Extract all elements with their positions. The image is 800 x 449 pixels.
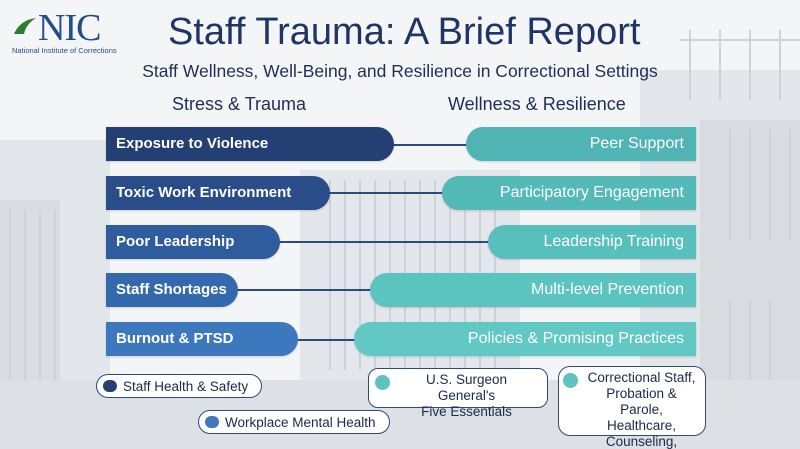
connector-line-3 [278, 241, 492, 243]
wellness-item-policies-practices: Policies & Promising Practices [354, 322, 696, 356]
connector-line-4 [236, 289, 374, 291]
nic-logo: NIC National Institute of Corrections [12, 8, 142, 60]
column-heading-wellness: Wellness & Resilience [448, 94, 626, 114]
legend-dot-icon [375, 375, 390, 390]
wellness-item-multi-level-prevention: Multi-level Prevention [370, 273, 696, 307]
page-subtitle: Staff Wellness, Well-Being, and Resilien… [142, 61, 658, 81]
wellness-item-participatory-engagement: Participatory Engagement [442, 176, 696, 210]
stress-item-exposure-to-violence: Exposure to Violence [106, 127, 394, 161]
stress-item-staff-shortages: Staff Shortages [106, 273, 238, 307]
wellness-item-leadership-training: Leadership Training [488, 225, 696, 259]
nic-flag-icon [14, 18, 36, 34]
column-heading-stress: Stress & Trauma [172, 94, 307, 114]
connector-line-2 [328, 192, 448, 194]
connector-line-5 [296, 339, 358, 341]
legend-dot-icon [205, 416, 219, 428]
legend-dot-icon [563, 373, 578, 388]
connector-line-1 [392, 144, 476, 146]
legend-dot-icon [103, 380, 117, 392]
wellness-item-peer-support: Peer Support [466, 127, 696, 161]
legend-correctional-staff: Correctional Staff, Probation & Parole, … [558, 366, 706, 449]
stress-item-toxic-work-environment: Toxic Work Environment [106, 176, 330, 210]
logo-mark: NIC [38, 7, 101, 49]
legend-surgeon-general: U.S. Surgeon General's Five Essentials [368, 368, 548, 419]
page-title: Staff Trauma: A Brief Report [168, 11, 641, 53]
legend-staff-health-safety: Staff Health & Safety [96, 374, 262, 398]
legend-workplace-mental-health: Workplace Mental Health [198, 410, 390, 434]
stress-item-burnout-ptsd: Burnout & PTSD [106, 322, 298, 356]
logo-subtitle: National Institute of Corrections [12, 46, 117, 55]
stress-item-poor-leadership: Poor Leadership [106, 225, 280, 259]
